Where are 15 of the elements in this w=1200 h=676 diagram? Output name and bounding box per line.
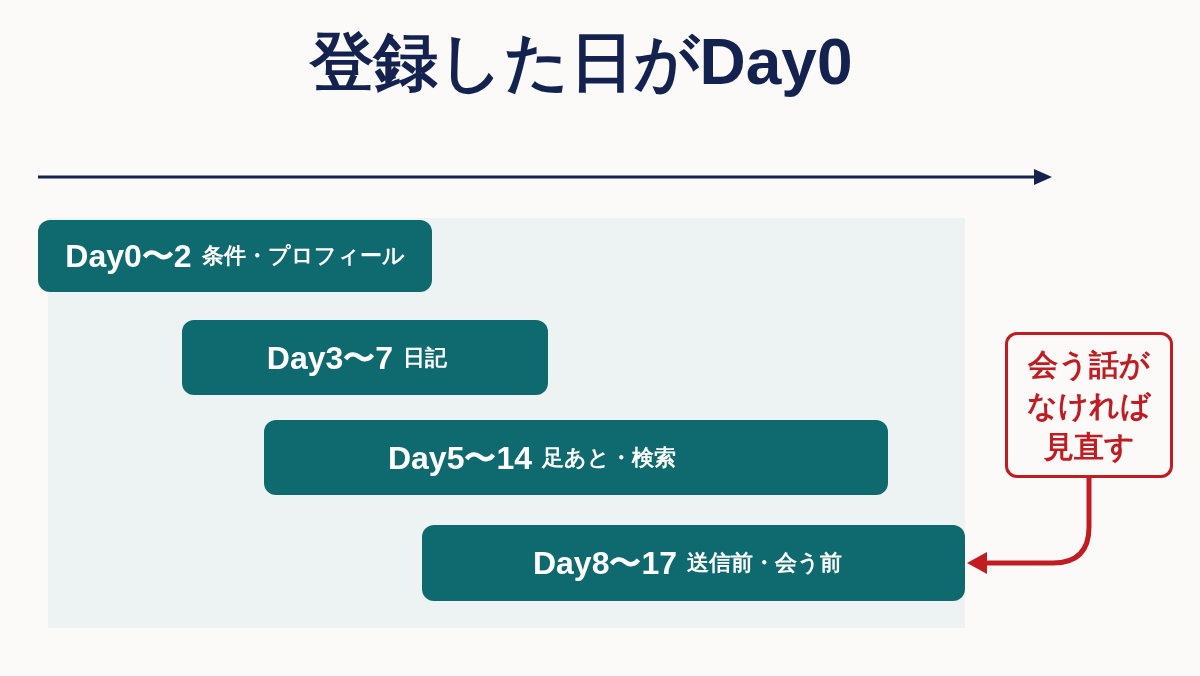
day-range: Day0〜2 — [65, 237, 192, 275]
task-label: 条件・プロフィール — [201, 242, 405, 270]
day-range: Day3〜7 — [266, 338, 394, 377]
timeline-bar — [38, 220, 432, 292]
task-label: 足あと・検索 — [542, 443, 677, 472]
arrow — [967, 478, 1092, 574]
timeline-bar — [422, 525, 965, 601]
task-label: 送信前・会う前 — [687, 549, 843, 577]
callout-box: 会う話がなければ見直す — [1005, 332, 1173, 478]
day-range: Day5〜14 — [387, 438, 533, 477]
timeline-bar — [264, 420, 888, 495]
day-range: Day8〜17 — [532, 544, 678, 582]
timeline-bar — [182, 320, 548, 395]
title: 登録した日がDay0 — [308, 25, 854, 100]
task-label: 日記 — [403, 343, 448, 372]
